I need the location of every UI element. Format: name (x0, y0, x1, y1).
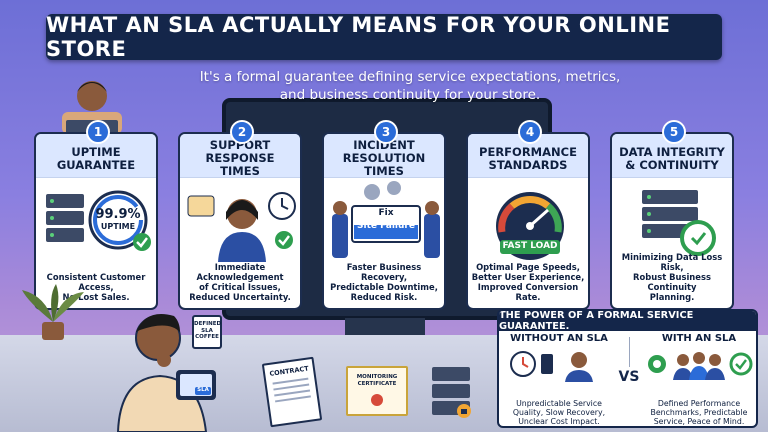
with-sla-text: Defined Performance Benchmarks, Predicta… (643, 399, 755, 426)
mug-label: DEFINED (194, 321, 222, 327)
without-sla-heading: WITHOUT AN SLA (510, 333, 608, 344)
card-title: INCIDENT RESOLUTION TIMES (324, 134, 444, 178)
contract-label: CONTRACT (268, 364, 310, 378)
gauge-label: FAST LOAD (502, 241, 558, 251)
card-description: Optimal Page Speeds, Better User Experie… (468, 262, 588, 302)
card-number-badge: 4 (518, 120, 542, 144)
card-desc-line: Minimizing Data Loss Risk, (621, 252, 723, 272)
vs-label: VS (618, 369, 640, 385)
certificate-label: MONITORING (356, 374, 398, 380)
uptime-value: 99.9% (95, 207, 141, 222)
card-desc-line: of Critical Issues, (199, 282, 281, 292)
card-desc-line: Improved Conversion Rate. (477, 282, 579, 302)
mug-label: COFFEE (195, 334, 219, 340)
card-description: Faster Business Recovery, Predictable Do… (324, 262, 444, 302)
subtitle-line: It's a formal guarantee defining service… (199, 69, 621, 85)
uptime-label: UPTIME (100, 222, 136, 231)
certificate-label: CERTIFICATE (357, 381, 397, 387)
comparison-line: Service, Peace of Mind. (653, 417, 745, 426)
card-description: Immediate Acknowledgement of Critical Is… (180, 262, 300, 302)
tablet-label: SLA (197, 387, 209, 393)
sign-line: Site Failure (357, 221, 415, 231)
comparison-line: Quality, Slow Recovery, (512, 408, 606, 417)
backup-server-illustration (612, 180, 732, 262)
card-desc-line: Faster Business Recovery, (346, 262, 422, 282)
monitoring-certificate: MONITORING CERTIFICATE (346, 366, 408, 416)
card-incident-resolution-times: INCIDENT RESOLUTION TIMES Fix Site Failu… (322, 132, 446, 310)
card-number-badge: 3 (374, 120, 398, 144)
server-rack-icon (432, 367, 471, 418)
card-description: Consistent Customer Access, No Lost Sale… (36, 272, 156, 302)
without-sla-column: WITHOUT AN SLA Unpredictable Service Qua… (503, 333, 615, 426)
comparison-panel: THE POWER OF A FORMAL SERVICE GUARANTEE.… (497, 309, 758, 428)
comparison-title: THE POWER OF A FORMAL SERVICE GUARANTEE. (499, 311, 756, 332)
card-desc-line: Reduced Uncertainty. (189, 292, 291, 302)
card-desc-line: Optimal Page Speeds, (476, 262, 580, 272)
card-desc-line: Reduced Risk. (350, 292, 418, 302)
coffee-mug: DEFINED SLA COFFEE (192, 315, 222, 349)
card-performance-standards: PERFORMANCE STANDARDS FAST LOAD Optimal … (466, 132, 590, 310)
card-desc-line: Consistent Customer Access, (46, 272, 146, 292)
speed-gauge-illustration: FAST LOAD (468, 180, 588, 262)
with-sla-column: WITH AN SLA Defined Performance Benchmar… (643, 333, 755, 426)
card-desc-line: Planning. (649, 292, 695, 302)
page-title: WHAT AN SLA ACTUALLY MEANS FOR YOUR ONLI… (46, 13, 722, 61)
subtitle-line: and business continuity for your store. (279, 87, 541, 103)
repair-team-illustration: Fix Site Failure (324, 180, 444, 262)
plant-icon (22, 284, 84, 340)
card-desc-line: Predictable Downtime, (330, 282, 438, 292)
comparison-line: Benchmarks, Predictable (650, 408, 748, 417)
card-desc-line: Immediate Acknowledgement (196, 262, 284, 282)
team-success-icons (648, 352, 753, 380)
uptime-illustration: 99.9% UPTIME (36, 180, 156, 262)
card-desc-line: Better User Experience, (471, 272, 585, 282)
sign-line: Fix (378, 208, 394, 218)
support-agent-illustration (180, 180, 300, 262)
without-sla-text: Unpredictable Service Quality, Slow Reco… (503, 399, 615, 426)
page-subtitle: It's a formal guarantee defining service… (150, 68, 670, 104)
card-number-badge: 1 (86, 120, 110, 144)
card-number-badge: 5 (662, 120, 686, 144)
mug-label: SLA (201, 327, 213, 334)
card-number-badge: 2 (230, 120, 254, 144)
stress-icons (510, 351, 593, 382)
card-desc-line: No Lost Sales. (62, 292, 130, 302)
card-data-integrity-continuity: DATA INTEGRITY & CONTINUITY Minimizing D… (610, 132, 734, 310)
comparison-divider (629, 337, 630, 367)
thinking-person-illustration (116, 314, 216, 432)
comparison-line: Unclear Cost Impact. (518, 417, 600, 426)
contract-document: CONTRACT (261, 356, 323, 428)
card-support-response-times: SUPPORT RESPONSE TIMES Immediate Acknowl… (178, 132, 302, 310)
monitor-stand (345, 318, 425, 336)
seal-icon (371, 394, 383, 406)
with-sla-heading: WITH AN SLA (661, 333, 737, 344)
comparison-line: Unpredictable Service (516, 399, 602, 408)
comparison-line: Defined Performance (657, 399, 741, 408)
card-desc-line: Robust Business Continuity (633, 272, 711, 292)
card-description: Minimizing Data Loss Risk, Robust Busine… (612, 252, 732, 302)
